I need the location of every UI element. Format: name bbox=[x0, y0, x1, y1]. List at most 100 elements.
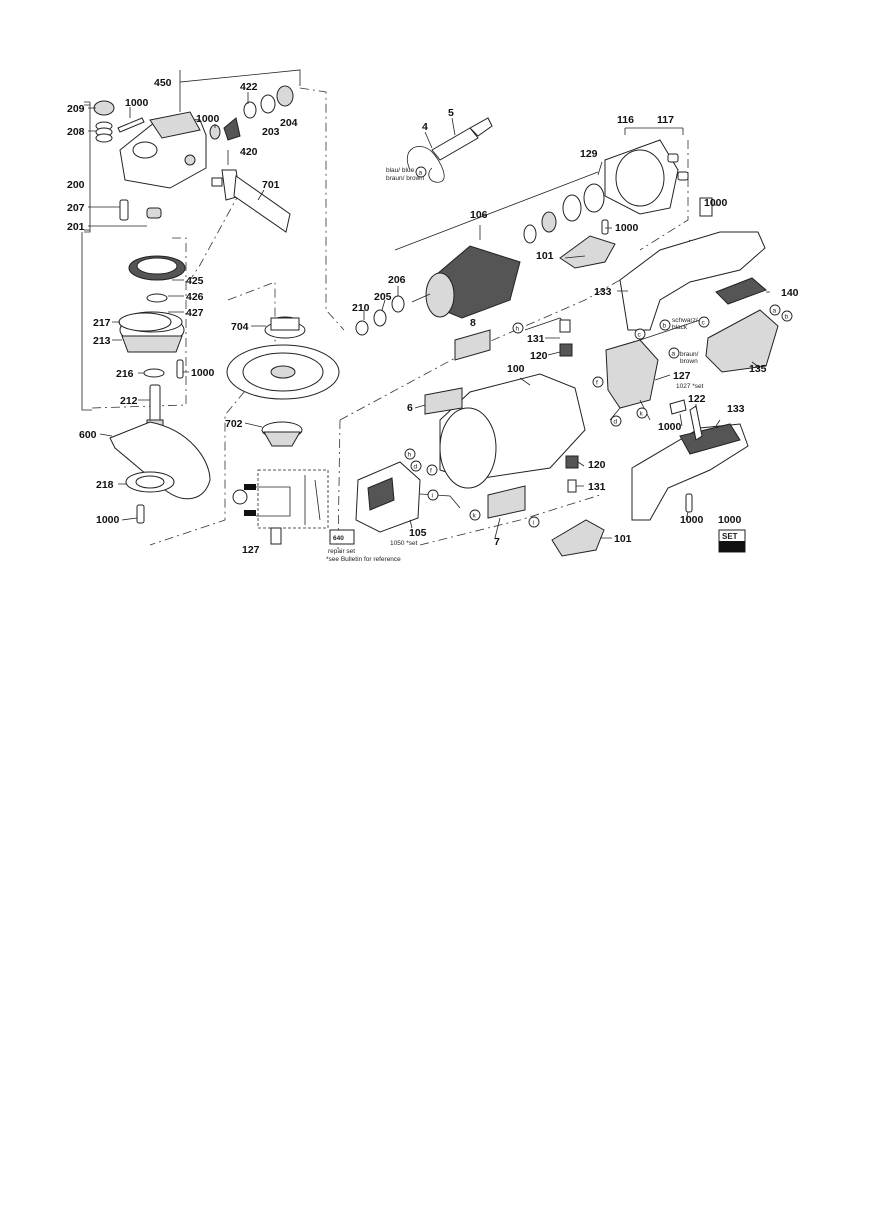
note-repair-set: repair set bbox=[328, 548, 355, 555]
set-box-label: SET bbox=[722, 532, 738, 541]
note-1027-set: 1027 *set bbox=[676, 383, 704, 390]
connection-markers: a a a b b c c d d f f h h i i k k bbox=[404, 166, 793, 528]
label-200: 200 bbox=[67, 179, 85, 191]
pinion-422 bbox=[209, 85, 294, 141]
note-braun-brown: braun/ brown bbox=[386, 175, 424, 182]
label-204: 204 bbox=[280, 117, 298, 129]
screw-1000-top bbox=[117, 117, 145, 133]
label-1000-e: 1000 bbox=[615, 222, 639, 234]
marker-k1: k bbox=[473, 513, 477, 520]
marker-f2: f bbox=[596, 380, 598, 387]
label-1000-f: 1000 bbox=[704, 197, 728, 209]
washers-205-210 bbox=[355, 295, 405, 336]
label-600: 600 bbox=[79, 429, 97, 441]
label-131-b: 131 bbox=[588, 481, 606, 493]
marker-i2: i bbox=[533, 520, 534, 527]
label-plate-7 bbox=[487, 485, 526, 519]
label-422: 422 bbox=[240, 81, 258, 93]
label-6: 6 bbox=[407, 402, 413, 414]
label-420: 420 bbox=[240, 146, 258, 158]
cover-plate-101-bottom bbox=[551, 519, 605, 557]
label-129: 129 bbox=[580, 148, 598, 160]
guard-600 bbox=[109, 421, 211, 500]
label-100: 100 bbox=[507, 363, 525, 375]
carbon-brush-120-bottom bbox=[565, 455, 579, 469]
part-labels: 450 422 1000 209 208 1000 203 204 420 20… bbox=[67, 77, 799, 556]
label-1000-a: 1000 bbox=[125, 97, 149, 109]
repair-box-label: 640 bbox=[333, 535, 344, 542]
leader-lines bbox=[88, 92, 770, 539]
label-4: 4 bbox=[422, 121, 428, 133]
label-702: 702 bbox=[225, 418, 243, 430]
label-205: 205 bbox=[374, 291, 392, 303]
marker-a3: a bbox=[672, 351, 676, 358]
label-120-a: 120 bbox=[530, 350, 548, 362]
switch-135 bbox=[705, 309, 779, 373]
gear-head-cover bbox=[119, 111, 207, 189]
label-133-a: 133 bbox=[594, 286, 612, 298]
label-1000-d: 1000 bbox=[96, 514, 120, 526]
brush-holder-131 bbox=[524, 317, 571, 333]
label-1000-i: 1000 bbox=[718, 514, 742, 526]
rings-208 bbox=[95, 121, 113, 143]
label-704: 704 bbox=[231, 321, 249, 333]
label-8: 8 bbox=[470, 317, 476, 329]
armature-106 bbox=[411, 183, 605, 319]
circuit-diagram-127 bbox=[232, 469, 329, 545]
marker-a2: a bbox=[773, 308, 777, 315]
label-206: 206 bbox=[388, 274, 406, 286]
field-coil-105 bbox=[355, 461, 461, 533]
label-135: 135 bbox=[749, 363, 767, 375]
cover-plate-101-top bbox=[559, 235, 616, 269]
label-106: 106 bbox=[470, 209, 488, 221]
label-plate-6 bbox=[424, 387, 463, 415]
label-427: 427 bbox=[186, 307, 204, 319]
screw-1000-handle bbox=[669, 399, 687, 415]
marker-i1: i bbox=[432, 493, 433, 500]
marker-k2: k bbox=[640, 411, 644, 418]
washer-216 bbox=[143, 368, 165, 378]
label-1000-g: 1000 bbox=[658, 421, 682, 433]
flange-nut-704 bbox=[264, 316, 306, 339]
screw-1000-bottom bbox=[136, 504, 145, 524]
note-brown: brown bbox=[680, 358, 698, 365]
carbon-brush-120-top bbox=[559, 343, 573, 357]
cap-209 bbox=[93, 100, 115, 116]
note-1050-set: 1050 *set bbox=[390, 540, 418, 547]
label-127-b: 127 bbox=[673, 370, 691, 382]
marker-f1: f bbox=[430, 468, 432, 475]
label-101-a: 101 bbox=[536, 250, 554, 262]
label-1000-b: 1000 bbox=[196, 113, 220, 125]
label-450: 450 bbox=[154, 77, 172, 89]
label-218: 218 bbox=[96, 479, 114, 491]
label-216: 216 bbox=[116, 368, 134, 380]
label-1000-c: 1000 bbox=[191, 367, 215, 379]
label-140: 140 bbox=[781, 287, 799, 299]
clamp-218 bbox=[125, 471, 175, 493]
grinding-disc bbox=[226, 344, 340, 400]
note-blau-blue: blau/ blue bbox=[386, 167, 415, 174]
wire-color-notes: blau/ blue braun/ brown schwarz/ black b… bbox=[326, 167, 738, 563]
mounting-flange-702 bbox=[261, 421, 303, 447]
switch-slide-140 bbox=[715, 277, 767, 305]
label-213: 213 bbox=[93, 335, 111, 347]
note-schwarz: schwarz/ bbox=[672, 317, 698, 324]
marker-h1: h bbox=[408, 452, 412, 459]
label-207: 207 bbox=[67, 202, 85, 214]
marker-c1: c bbox=[702, 320, 706, 327]
label-1000-h: 1000 bbox=[680, 514, 704, 526]
marker-d1: d bbox=[414, 464, 418, 471]
label-7: 7 bbox=[494, 536, 500, 548]
marker-c2: c bbox=[638, 332, 642, 339]
motor-housing-100 bbox=[439, 373, 586, 489]
screw-1000-cover bbox=[601, 219, 609, 235]
washer-426 bbox=[146, 293, 168, 303]
assembly-guide-lines bbox=[91, 87, 691, 551]
brush-holder-131-bottom bbox=[567, 479, 577, 493]
note-bulletin: *see Bulletin for reference bbox=[326, 556, 401, 563]
cable-4-5 bbox=[407, 117, 493, 183]
clip-122 bbox=[689, 405, 703, 441]
label-5: 5 bbox=[448, 107, 454, 119]
label-426: 426 bbox=[186, 291, 204, 303]
